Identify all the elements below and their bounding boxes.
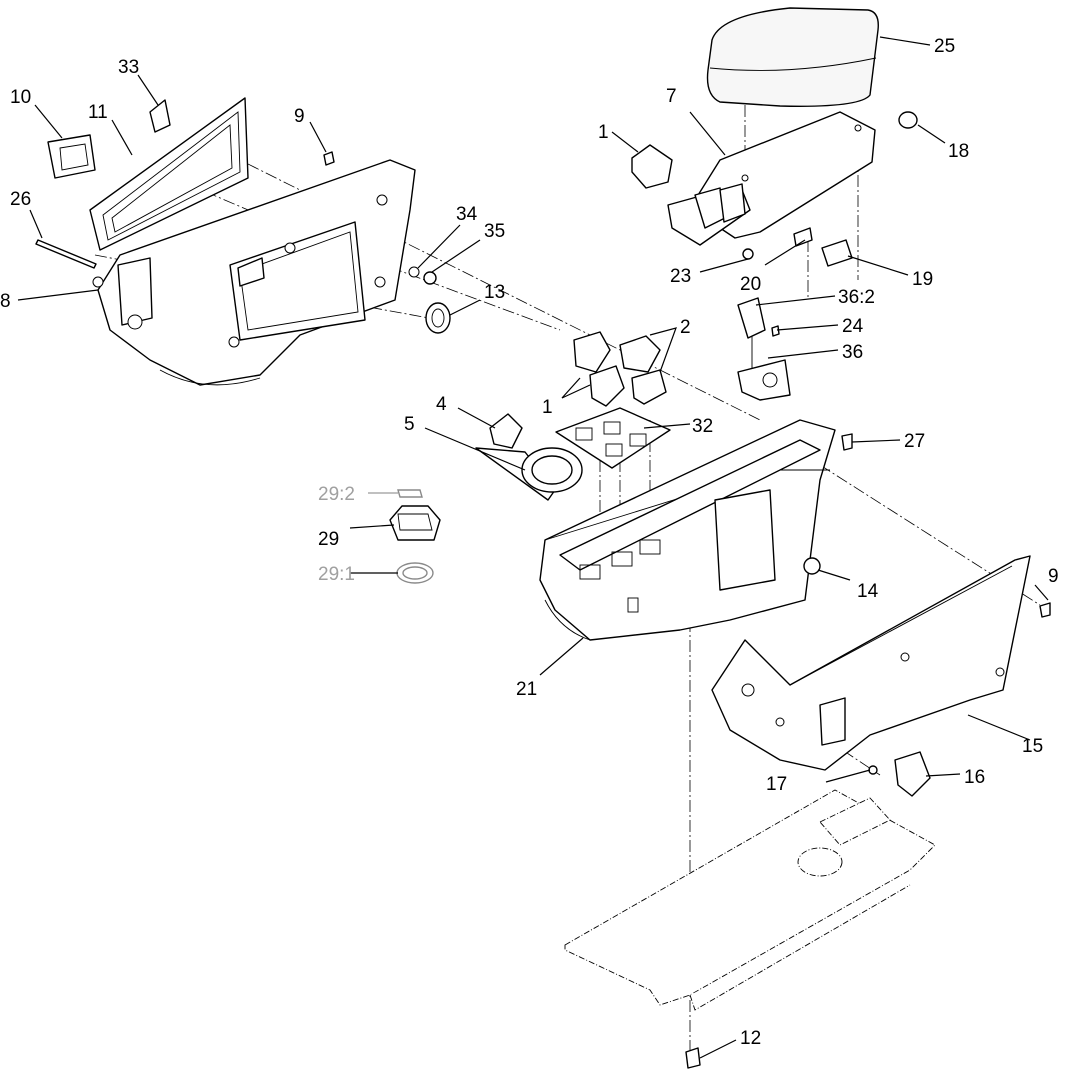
- callout-12: 12: [740, 1028, 761, 1049]
- part-9-screw-right: [1039, 602, 1051, 618]
- callout-8: 8: [0, 291, 11, 312]
- callout-7: 7: [666, 86, 677, 107]
- callout-26: 26: [10, 189, 31, 210]
- base-plate: [564, 789, 936, 1011]
- part-13-ring: [425, 302, 451, 334]
- callout-15: 15: [1022, 736, 1043, 757]
- callout-27: 27: [904, 431, 925, 452]
- part-21-center-console: [539, 419, 836, 641]
- callout-29-2: 29:2: [318, 484, 355, 505]
- callout-18: 18: [948, 141, 969, 162]
- part-1-switches: [573, 331, 625, 407]
- part-27-bolt: [841, 433, 853, 451]
- callout-33: 33: [118, 57, 139, 78]
- callout-2: 2: [680, 317, 691, 338]
- part-2-switches: [619, 335, 667, 405]
- callout-17: 17: [766, 774, 787, 795]
- part-16-knob: [894, 751, 931, 797]
- callout-5: 5: [404, 414, 415, 435]
- part-11-panel-frame: [89, 97, 249, 251]
- callout-1-top: 1: [598, 122, 609, 143]
- callout-9-left: 9: [294, 106, 305, 127]
- callout-4: 4: [436, 394, 447, 415]
- callout-36: 36: [842, 342, 863, 363]
- callout-29: 29: [318, 529, 339, 550]
- callout-34: 34: [456, 204, 478, 225]
- callout-19: 19: [912, 269, 933, 290]
- part-17-washer: [868, 765, 878, 775]
- part-5-gauge: [475, 447, 583, 501]
- part-12-bolt: [685, 1047, 701, 1069]
- part-8-left-housing: [92, 159, 416, 386]
- part-26-pin: [35, 239, 97, 269]
- part-15-right-housing: [711, 555, 1031, 771]
- part-29-hour-meter: [389, 505, 441, 541]
- part-29-1-ring: [396, 562, 434, 584]
- callout-13: 13: [484, 282, 505, 303]
- part-4-switch: [489, 413, 523, 449]
- leader-lines: [17, 36, 1049, 1059]
- callout-25: 25: [934, 36, 955, 57]
- callout-32: 32: [692, 416, 713, 437]
- part-29-2-label: [397, 489, 423, 498]
- callout-23: 23: [670, 266, 691, 287]
- part-36-control-lever: [737, 297, 791, 401]
- part-33-clip: [149, 99, 171, 133]
- part-35-nut: [423, 271, 437, 285]
- callout-1-mid: 1: [542, 397, 553, 418]
- part-34-washer: [408, 266, 420, 278]
- part-9-screw-top: [323, 151, 335, 166]
- callout-9-right: 9: [1048, 566, 1059, 587]
- callout-29-1: 29:1: [318, 564, 355, 585]
- callout-20: 20: [740, 274, 761, 295]
- callout-14: 14: [857, 581, 879, 602]
- part-18-knob: [898, 111, 918, 129]
- part-23-nut: [742, 248, 754, 260]
- callout-16: 16: [964, 767, 985, 788]
- part-32-bezel-plate: [555, 407, 671, 469]
- callout-36-2: 36:2: [838, 287, 875, 308]
- callout-24: 24: [842, 316, 864, 337]
- part-10-switch: [47, 134, 96, 179]
- part-19-fitting: [821, 239, 853, 267]
- part-25-armrest-cushion: [706, 7, 879, 107]
- part-1-rocker-switch-top: [631, 144, 673, 189]
- callout-11: 11: [88, 102, 108, 123]
- part-20-bracket: [793, 227, 813, 247]
- callout-10: 10: [10, 87, 31, 108]
- callout-35: 35: [484, 221, 505, 242]
- part-7-armrest-frame: [667, 111, 876, 246]
- callout-labels: 25 7 1 18 19 20 23 36:2 24 36 27 2 1 32 …: [0, 36, 1059, 1049]
- part-14-nut: [803, 557, 821, 575]
- callout-21: 21: [516, 679, 537, 700]
